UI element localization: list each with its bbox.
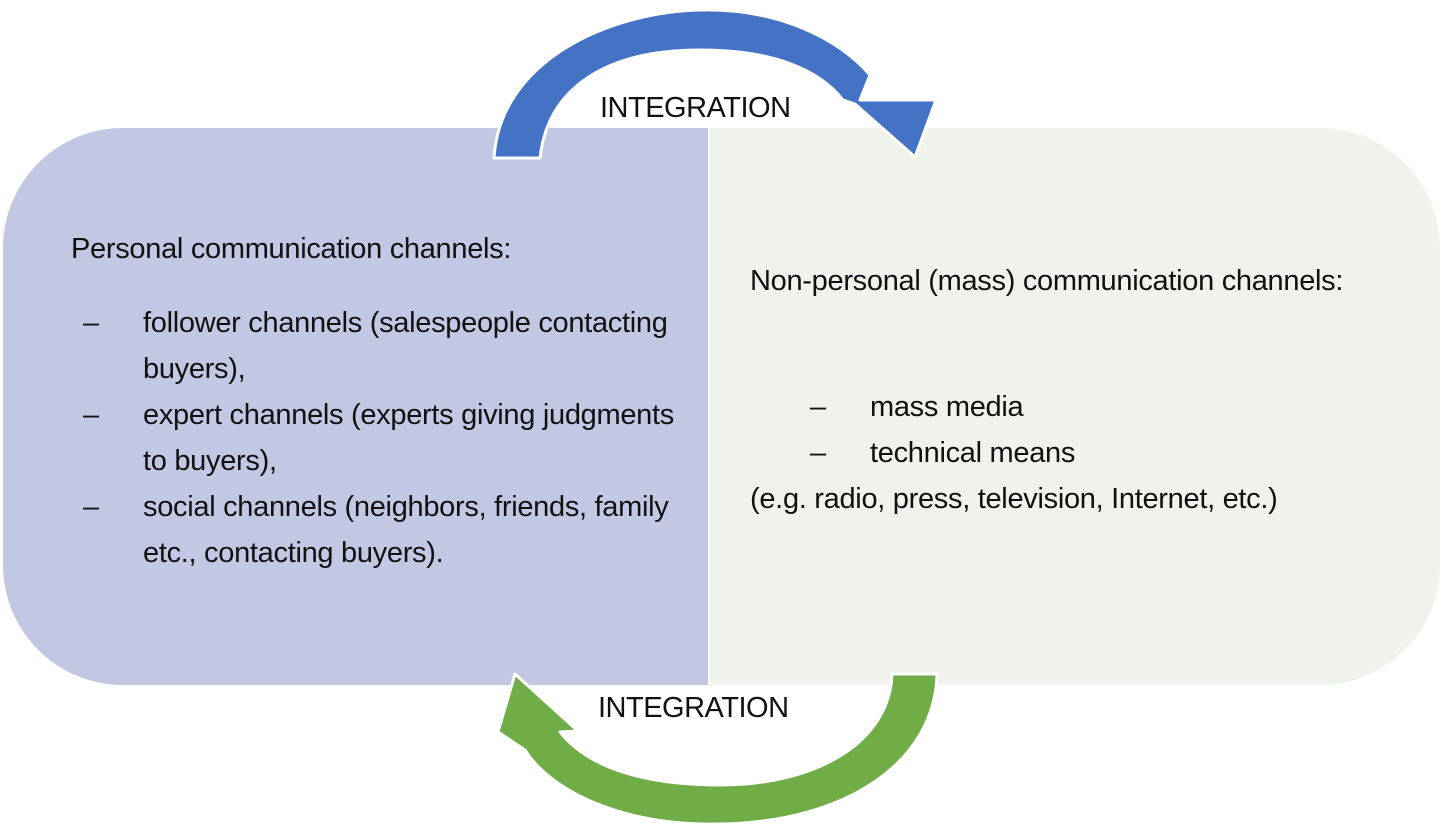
list-item-text: follower channels (salespeople contactin… (143, 307, 668, 385)
list-item-text: expert channels (experts giving judgment… (143, 399, 674, 477)
list-item: – follower channels (salespeople contacti… (83, 300, 683, 392)
top-integration-label: INTEGRATION (600, 92, 791, 124)
personal-channels-list: – follower channels (salespeople contacti… (83, 300, 683, 576)
list-item-text: technical means (870, 437, 1076, 469)
non-personal-channels-heading: Non-personal (mass) communication channe… (750, 265, 1344, 297)
dash-bullet-icon: – (83, 491, 99, 523)
non-personal-channels-panel: Non-personal (mass) communication channe… (710, 128, 1440, 685)
examples-note: (e.g. radio, press, television, Internet… (750, 483, 1278, 515)
list-item: – technical means (810, 430, 1370, 476)
list-item: – mass media (810, 384, 1370, 430)
curved-arrow-right-icon (492, 8, 938, 160)
list-item: – social channels (neighbors, friends, fa… (83, 484, 683, 576)
dash-bullet-icon: – (810, 391, 826, 423)
personal-channels-heading: Personal communication channels: (71, 226, 511, 272)
dash-bullet-icon: – (83, 399, 99, 431)
heading-colon: : (503, 233, 512, 265)
bottom-integration-label: INTEGRATION (598, 692, 789, 724)
list-item-text: mass media (870, 391, 1024, 423)
dash-bullet-icon: – (83, 307, 99, 339)
heading-text: Personal communication channels (71, 233, 504, 265)
curved-arrow-left-icon (496, 672, 939, 826)
non-personal-channels-list: – mass media – technical means (810, 384, 1370, 476)
list-item: – expert channels (experts giving judgmen… (83, 392, 683, 484)
list-item-text: social channels (neighbors, friends, fam… (143, 491, 669, 569)
personal-channels-panel: Personal communication channels: – follow… (3, 128, 708, 685)
dash-bullet-icon: – (810, 437, 826, 469)
